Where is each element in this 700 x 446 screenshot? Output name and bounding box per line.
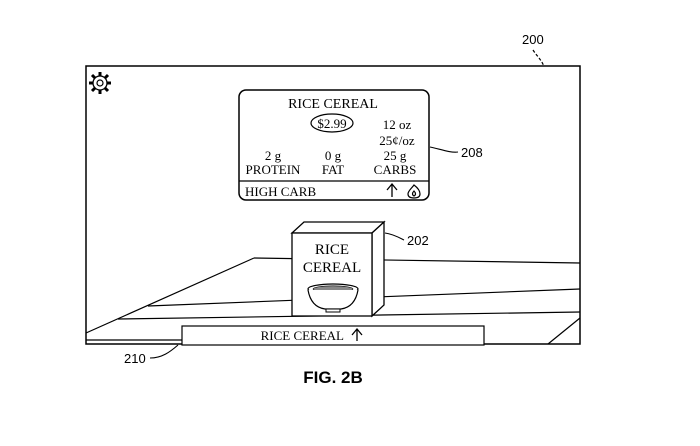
package-size: 12 oz (383, 117, 412, 132)
ref-label-200: 200 (522, 32, 544, 47)
shelf-label[interactable] (181, 325, 485, 346)
ref-label-208: 208 (461, 145, 483, 160)
figure-caption: FIG. 2B (303, 368, 363, 387)
carbs-label: CARBS (374, 162, 417, 177)
flame-icon (407, 184, 421, 199)
info-card-title: RICE CEREAL (288, 97, 378, 112)
box-label-line1: RICE (315, 242, 349, 258)
box-label-line2: CEREAL (303, 260, 361, 276)
protein-label: PROTEIN (246, 162, 302, 177)
price-highlight-ring (310, 113, 354, 133)
info-card[interactable] (238, 89, 430, 201)
up-arrow-icon (351, 327, 363, 341)
price: $2.99 (317, 116, 346, 131)
ref-leader-210 (149, 344, 179, 359)
cereal-bowl-icon (307, 283, 359, 313)
protein-amount: 2 g (265, 148, 282, 163)
fat-label: FAT (322, 162, 344, 177)
carbs-amount: 25 g (384, 148, 407, 163)
gear-icon[interactable] (89, 72, 111, 94)
ref-leader-202 (384, 232, 405, 241)
shelf-label-text: RICE CEREAL (261, 328, 344, 343)
ref-leader-208 (429, 146, 459, 153)
footer-label: HIGH CARB (245, 184, 316, 199)
up-arrow-icon (386, 182, 398, 197)
ref-label-210: 210 (124, 351, 146, 366)
fat-amount: 0 g (325, 148, 342, 163)
ref-label-202: 202 (407, 233, 429, 248)
unit-price: 25¢/oz (379, 133, 415, 148)
